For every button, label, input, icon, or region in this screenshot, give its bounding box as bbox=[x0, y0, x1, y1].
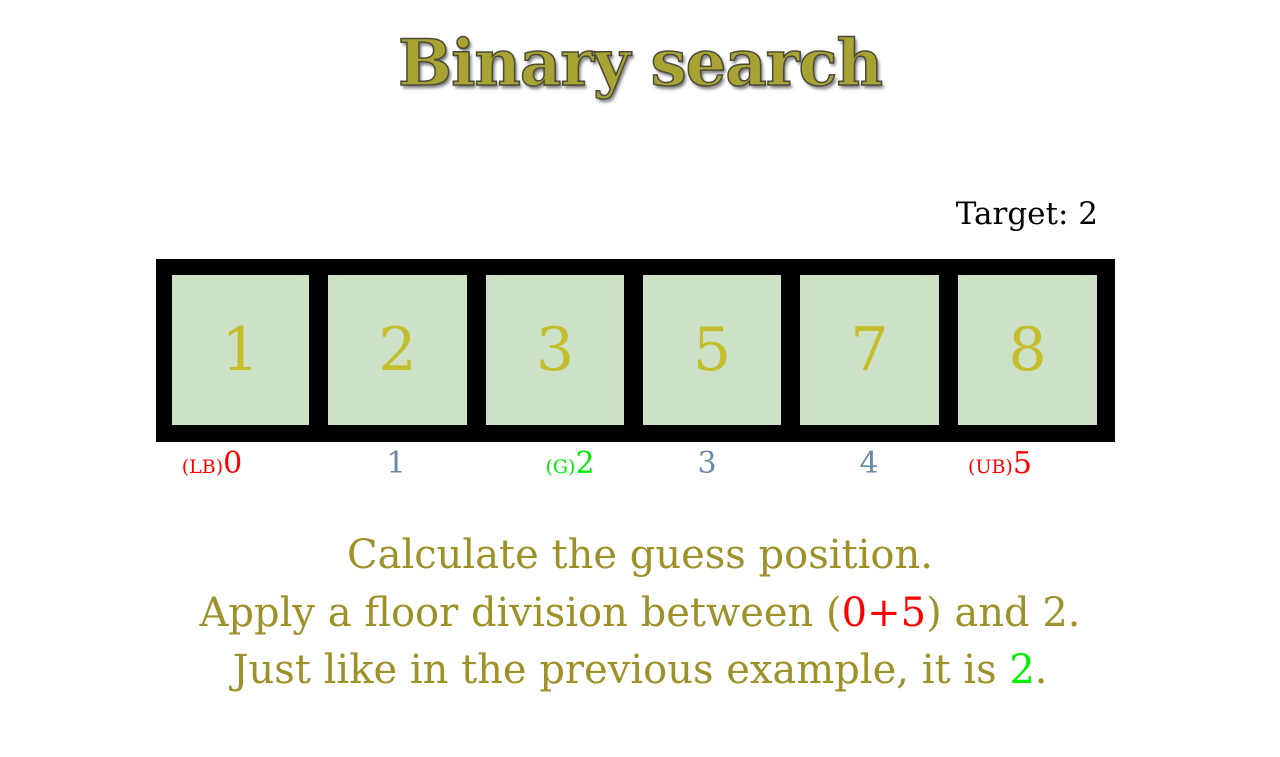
array-cell-3: 5 bbox=[643, 275, 781, 425]
caption-text: ) and 2. bbox=[926, 590, 1081, 636]
array-container: 1 2 3 5 7 8 bbox=[156, 259, 1115, 442]
guess-highlight: 2 bbox=[1009, 647, 1035, 693]
index-number: 4 bbox=[859, 446, 879, 481]
array-cell-0: 1 bbox=[172, 275, 309, 425]
index-number: 0 bbox=[223, 446, 243, 481]
index-label: 4 bbox=[859, 446, 878, 481]
index-number: 2 bbox=[575, 446, 595, 481]
array-cell-1: 2 bbox=[328, 275, 467, 425]
caption-text: Apply a floor division between ( bbox=[199, 590, 842, 636]
index-label: 1 bbox=[386, 446, 405, 481]
lower-bound-tag: (LB) bbox=[181, 456, 224, 478]
caption-line-2: Apply a floor division between (0+5) and… bbox=[0, 590, 1280, 636]
index-number: 3 bbox=[697, 446, 717, 481]
upper-bound-tag: (UB) bbox=[968, 456, 1013, 478]
index-label-guess: (G)2 bbox=[545, 446, 594, 481]
index-label: 3 bbox=[697, 446, 716, 481]
target-label: Target: 2 bbox=[955, 196, 1098, 232]
index-number: 5 bbox=[1012, 446, 1032, 481]
caption-text: . bbox=[1034, 647, 1048, 693]
caption-text: Just like in the previous example, it is bbox=[232, 647, 1010, 693]
index-label-lower-bound: (LB)0 bbox=[182, 446, 243, 481]
caption-line-3: Just like in the previous example, it is… bbox=[0, 647, 1280, 693]
array-cell-5: 8 bbox=[958, 275, 1097, 425]
bounds-sum-highlight: 0+5 bbox=[841, 590, 927, 636]
caption-line-1: Calculate the guess position. bbox=[347, 532, 933, 578]
page-title: Binary search bbox=[397, 25, 884, 102]
guess-tag: (G) bbox=[545, 456, 576, 478]
index-number: 1 bbox=[386, 446, 406, 481]
array-cell-2: 3 bbox=[486, 275, 624, 425]
array-cell-4: 7 bbox=[800, 275, 939, 425]
index-label-upper-bound: (UB)5 bbox=[968, 446, 1032, 481]
